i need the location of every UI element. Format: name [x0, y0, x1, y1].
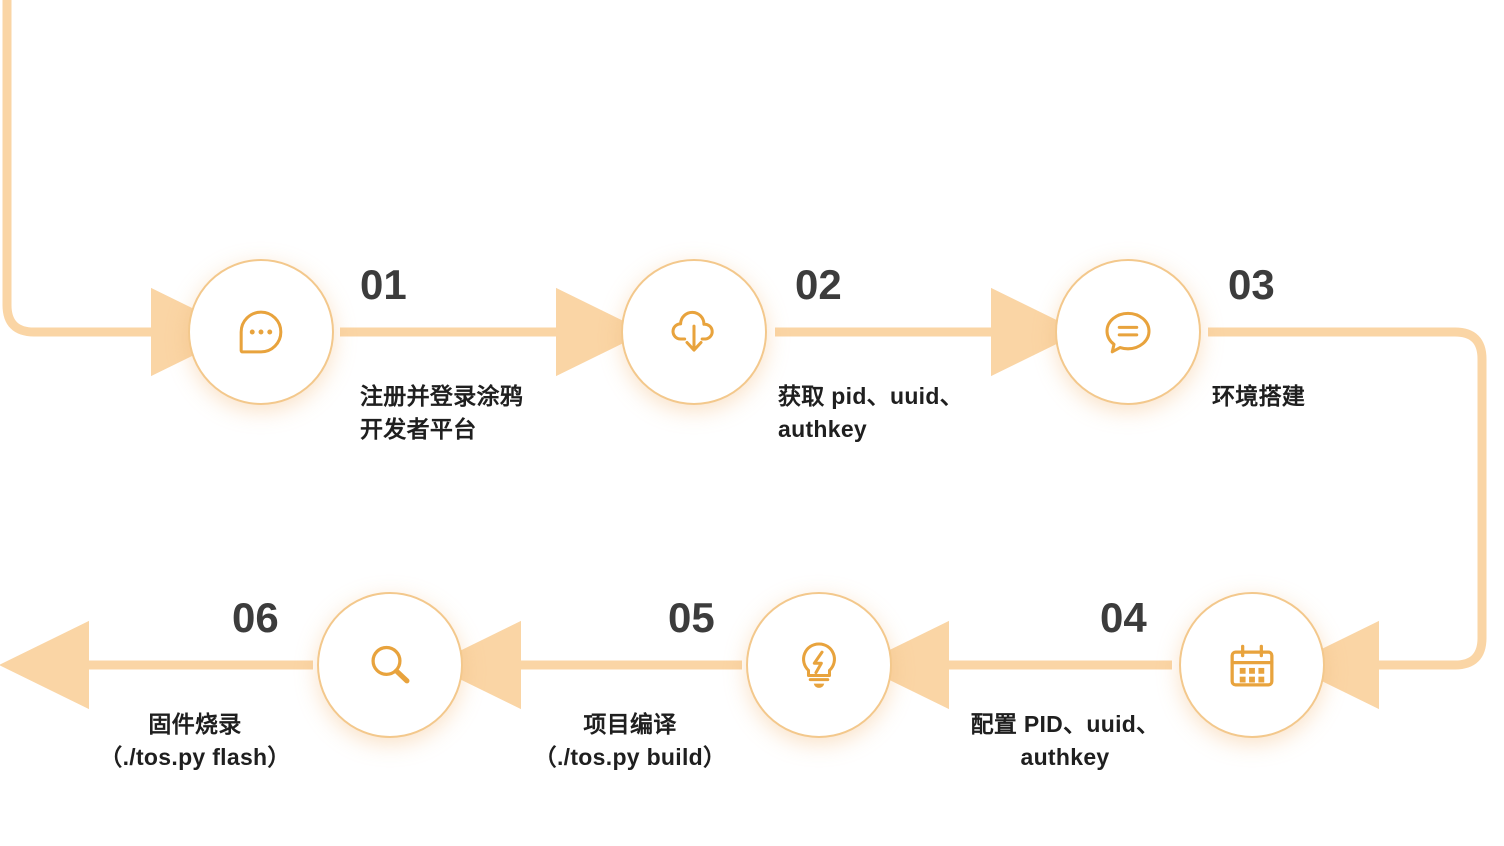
step-label-06: 固件烧录 （./tos.py flash）: [99, 711, 291, 770]
step-node-02[interactable]: [621, 259, 767, 405]
cloud-download-icon: [671, 310, 714, 352]
step-label-02: 获取 pid、uuid、 authkey: [778, 383, 964, 442]
step-label-01: 注册并登录涂鸦 开发者平台: [360, 383, 524, 442]
step-number-03: 03: [1228, 261, 1275, 308]
step-number-06: 06: [232, 594, 279, 641]
step-label-03: 环境搭建: [1212, 383, 1306, 409]
calendar-icon: [1230, 644, 1274, 687]
step-node-04[interactable]: [1179, 592, 1325, 738]
chat-dots-icon: [239, 310, 283, 354]
step-label-05: 项目编译 （./tos.py build）: [533, 711, 727, 770]
step-node-05[interactable]: [746, 592, 892, 738]
chat-lines-icon: [1105, 311, 1151, 354]
step-number-05: 05: [668, 594, 715, 641]
lightbulb-bolt-icon: [802, 642, 836, 688]
step-number-04: 04: [1100, 594, 1147, 641]
step-node-01[interactable]: [188, 259, 334, 405]
step-node-03[interactable]: [1055, 259, 1201, 405]
magnifier-icon: [371, 645, 410, 684]
step-number-01: 01: [360, 261, 407, 308]
step-node-06[interactable]: [317, 592, 463, 738]
connector-entry: [2, 0, 241, 377]
step-number-02: 02: [795, 261, 842, 308]
step-label-04: 配置 PID、uuid、 authkey: [970, 711, 1160, 770]
